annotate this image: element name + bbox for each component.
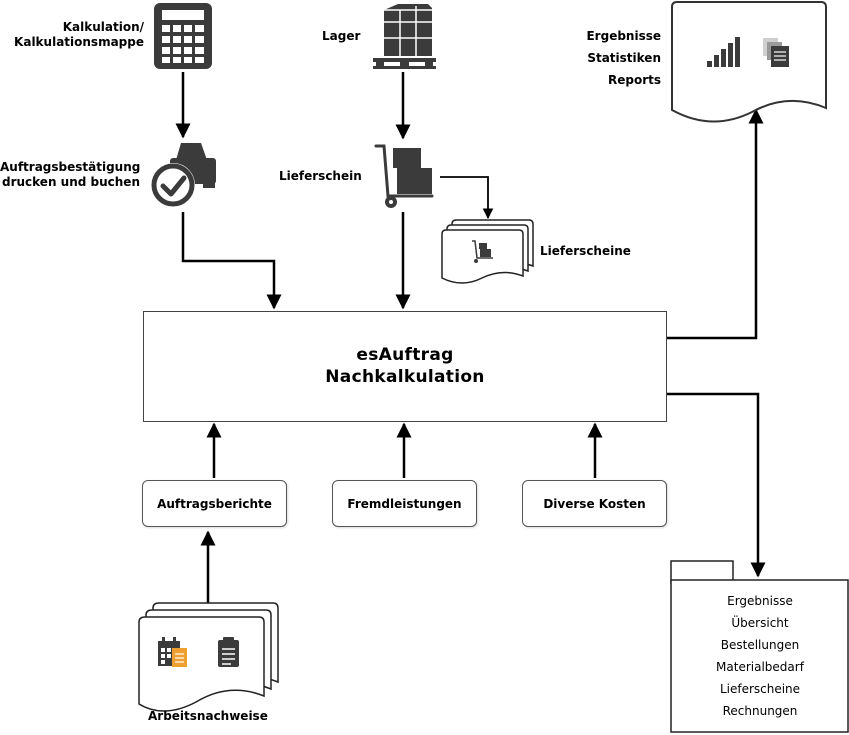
label-kalkulation-line2: Kalkulationsmappe: [14, 35, 144, 49]
label-reports: Ergebnisse Statistiken Reports: [560, 25, 661, 91]
arbeitsnachweise-documents: [138, 602, 279, 712]
label-auftragsbestaetigung: Auftragsbestätigung drucken und buchen: [0, 160, 140, 190]
box-fremdleistungen: Fremdleistungen: [332, 480, 477, 527]
box-auftragsberichte: Auftragsberichte: [142, 480, 287, 527]
folder-shape: [670, 560, 849, 733]
folder-item: Ergebnisse: [727, 594, 793, 608]
main-title-line1: esAuftrag: [356, 345, 454, 365]
label-auftragsbestaetigung-line1: Auftragsbestätigung: [0, 160, 141, 174]
arrow-main-to-folder: [665, 392, 766, 578]
folder-item: Materialbedarf: [716, 660, 804, 674]
label-lieferscheine: Lieferscheine: [540, 244, 631, 258]
label-lager: Lager: [322, 29, 361, 43]
calendar-icon: [158, 637, 187, 667]
pallet-icon: [373, 4, 436, 69]
folder-item: Bestellungen: [720, 638, 800, 652]
folder-item: Lieferscheine: [719, 682, 801, 696]
main-process-box: [143, 311, 667, 422]
folder-item: Übersicht: [731, 616, 789, 630]
main-title-line2: Nachkalkulation: [325, 367, 485, 387]
label-reports-line1: Ergebnisse: [586, 29, 661, 43]
hand-truck-icon: [374, 144, 434, 208]
label-kalkulation-line1: Kalkulation/: [62, 20, 144, 34]
connectors: [175, 72, 766, 604]
label-reports-line3: Reports: [607, 73, 661, 87]
label-reports-line2: Statistiken: [587, 51, 661, 65]
main-process-title: esAuftrag Nachkalkulation: [300, 344, 510, 388]
label-arbeitsnachweise: Arbeitsnachweise: [148, 709, 268, 723]
arrow-main-to-reports: [665, 108, 764, 340]
box-diverse-kosten: Diverse Kosten: [522, 480, 667, 527]
documents-icon: [763, 38, 789, 67]
printer-check-icon: [151, 143, 216, 207]
calculator-icon: [154, 3, 212, 69]
folder-item-list: Ergebnisse Übersicht Bestellungen Materi…: [672, 590, 848, 722]
label-auftragsbestaetigung-line2: drucken und buchen: [1, 175, 140, 189]
report-document: [671, 1, 827, 123]
bar-chart-icon: [707, 37, 740, 67]
arrow-printer-to-main: [181, 212, 282, 310]
clipboard-icon: [218, 637, 239, 667]
lieferscheine-documents: [441, 219, 534, 284]
label-kalkulation: Kalkulation/ Kalkulationsmappe: [10, 20, 144, 50]
arrow-truck-to-lieferscheine: [440, 176, 494, 220]
folder-item: Rechnungen: [722, 704, 798, 718]
label-lieferschein: Lieferschein: [279, 169, 362, 183]
